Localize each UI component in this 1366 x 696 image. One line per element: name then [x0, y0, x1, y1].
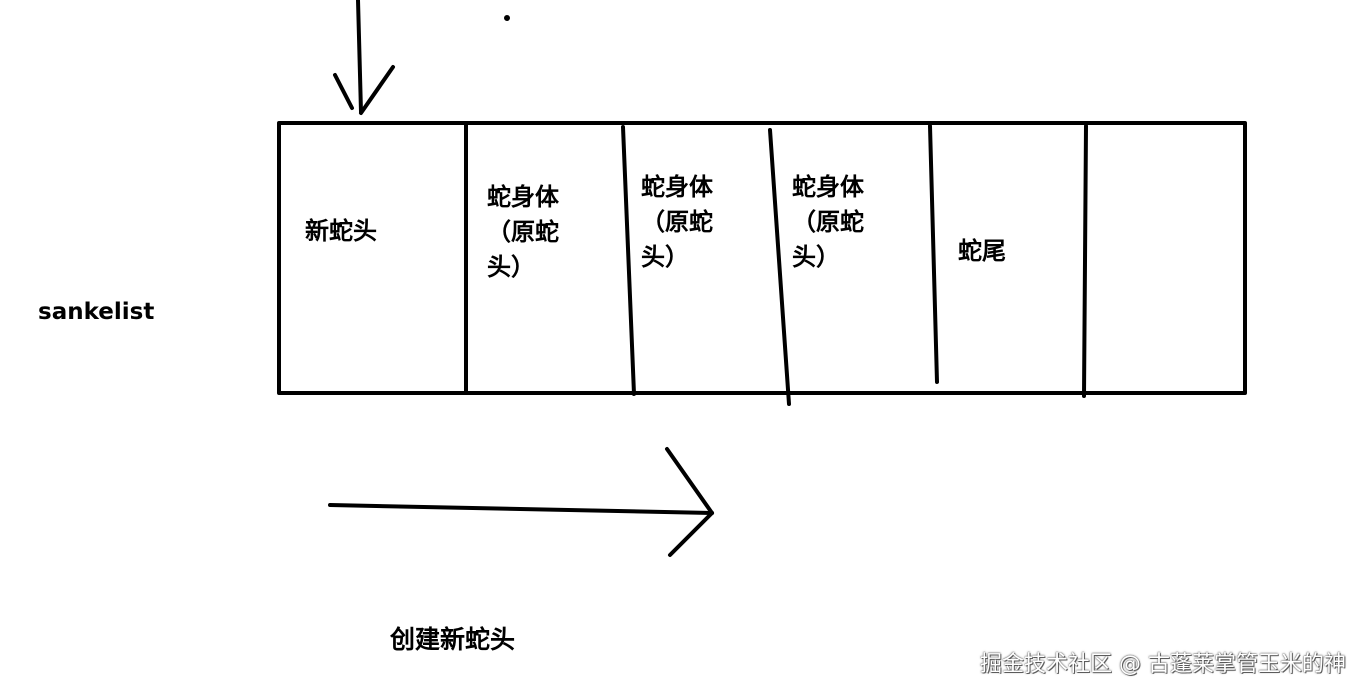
cell-body-3: 蛇身体 （原蛇 头） — [792, 173, 864, 271]
stray-dot — [504, 15, 510, 21]
caption-create-new-head: 创建新蛇头 — [390, 625, 516, 654]
cell-divider-3 — [768, 128, 791, 406]
cell-new-head: 新蛇头 — [305, 217, 377, 245]
cell-body-1: 蛇身体 （原蛇 头） — [487, 183, 559, 281]
snake-list-box — [277, 121, 1247, 395]
cell-divider-2 — [621, 125, 636, 396]
right-arrow — [328, 447, 714, 557]
cell-body-2: 蛇身体 （原蛇 头） — [641, 173, 713, 271]
cell-tail: 蛇尾 — [958, 237, 1006, 265]
watermark: 掘金技术社区 @ 古蓬莱掌管玉米的神 — [980, 652, 1346, 677]
cell-divider-5 — [1082, 124, 1088, 398]
down-arrow — [333, 0, 395, 115]
list-label: sankelist — [38, 299, 155, 325]
cell-divider-4 — [928, 124, 939, 384]
